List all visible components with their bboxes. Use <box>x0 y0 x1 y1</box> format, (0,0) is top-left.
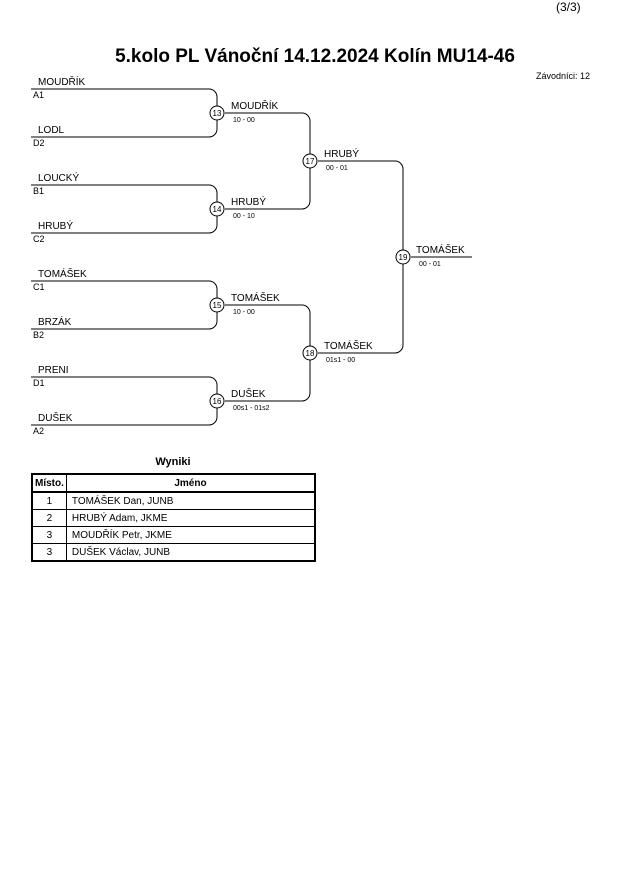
competitor-name: LOUCKÝ <box>38 171 79 184</box>
name-cell: DUŠEK Václav, JUNB <box>65 543 316 562</box>
table-row: 3 DUŠEK Václav, JUNB <box>31 543 316 562</box>
match-number: 16 <box>213 397 222 406</box>
name-cell: MOUDŘÍK Petr, JKME <box>65 526 316 544</box>
competitor-name: HRUBÝ <box>38 219 73 232</box>
results-header-row: Místo. Jméno <box>31 473 316 493</box>
match-winner: TOMÁŠEK <box>231 291 280 304</box>
table-row: 1 TOMÁŠEK Dan, JUNB <box>31 491 316 510</box>
page-title: 5.kolo PL Vánoční 14.12.2024 Kolín MU14-… <box>115 46 515 67</box>
match-winner: DUŠEK <box>231 387 266 400</box>
match-score: 10 - 00 <box>233 309 255 316</box>
results-title: Wyniki <box>155 456 191 468</box>
competitor-seed: B2 <box>33 330 44 340</box>
match-17-marker <box>302 153 318 169</box>
match-number: 13 <box>213 109 222 118</box>
place-column-header: Místo. <box>31 473 67 493</box>
match-winner: MOUDŘÍK <box>231 99 279 112</box>
match-score: 10 - 00 <box>233 117 255 124</box>
place-cell: 3 <box>31 526 67 544</box>
match-number: 17 <box>306 157 315 166</box>
competitor-seed: C1 <box>33 282 45 292</box>
competitor-seed: A1 <box>33 90 44 100</box>
results-table: Místo. Jméno 1 TOMÁŠEK Dan, JUNB 2 HRUBÝ… <box>31 473 316 562</box>
match-19-marker <box>395 249 411 265</box>
competitor-name: TOMÁŠEK <box>38 267 87 280</box>
match-score: 00 - 10 <box>233 213 255 220</box>
place-cell: 1 <box>31 491 67 510</box>
page-number: (3/3) <box>556 0 581 14</box>
competitor-name: MOUDŘÍK <box>38 75 86 88</box>
match-16-marker <box>209 393 225 409</box>
match-13-marker <box>209 105 225 121</box>
participant-count: Závodníci: 12 <box>536 71 591 81</box>
match-number: 18 <box>306 349 315 358</box>
competitor-seed: B1 <box>33 186 44 196</box>
name-column-header: Jméno <box>65 473 316 493</box>
match-number: 14 <box>213 205 222 214</box>
match-number: 15 <box>213 301 222 310</box>
match-score: 00 - 01 <box>326 165 348 172</box>
match-15-marker <box>209 297 225 313</box>
competitor-seed: D2 <box>33 138 45 148</box>
match-14-marker <box>209 201 225 217</box>
final-score: 00 - 01 <box>419 261 441 268</box>
place-cell: 2 <box>31 509 67 527</box>
table-row: 2 HRUBÝ Adam, JKME <box>31 509 316 527</box>
competitor-name: PRENI <box>38 365 69 376</box>
competitor-name: BRZÁK <box>38 315 72 328</box>
place-cell: 3 <box>31 543 67 562</box>
match-winner: TOMÁŠEK <box>324 339 373 352</box>
competitor-name: LODL <box>38 125 65 136</box>
competitor-seed: A2 <box>33 426 44 436</box>
match-winner: HRUBÝ <box>324 147 359 160</box>
match-number: 19 <box>399 253 408 262</box>
final-winner: TOMÁŠEK <box>416 243 465 256</box>
match-score: 01s1 - 00 <box>326 357 355 364</box>
competitor-seed: C2 <box>33 234 45 244</box>
table-row: 3 MOUDŘÍK Petr, JKME <box>31 526 316 544</box>
competitor-seed: D1 <box>33 378 45 388</box>
competitor-name: DUŠEK <box>38 411 73 424</box>
name-cell: HRUBÝ Adam, JKME <box>65 509 316 527</box>
name-cell: TOMÁŠEK Dan, JUNB <box>65 491 316 510</box>
match-18-marker <box>302 345 318 361</box>
match-winner: HRUBÝ <box>231 195 266 208</box>
match-score: 00s1 - 01s2 <box>233 405 270 412</box>
